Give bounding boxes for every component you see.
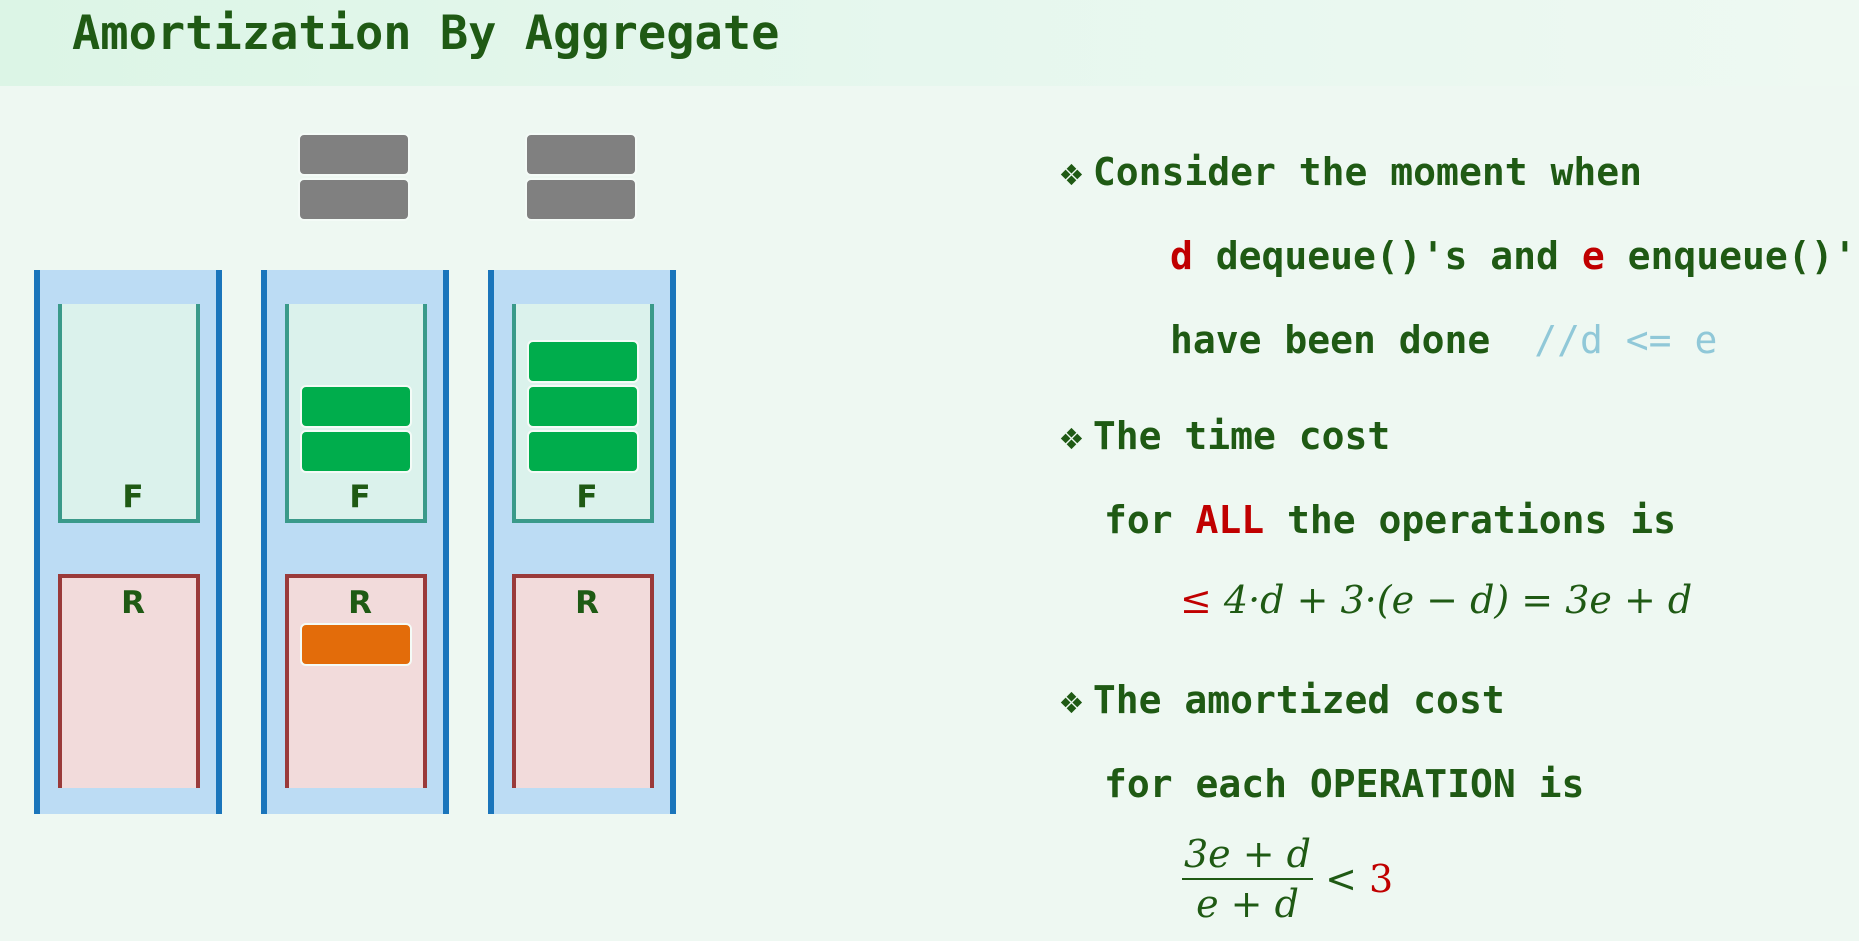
all-emphasis: ALL (1195, 498, 1265, 542)
bullet-1-line-1: ❖Consider the moment when (1060, 150, 1642, 194)
queue-right-wall (443, 270, 449, 814)
front-stack-label: F (122, 479, 144, 515)
slide-title: Amortization By Aggregate (72, 6, 780, 61)
pending-block (298, 178, 410, 221)
queue-state-1: F R (34, 270, 222, 814)
diamond-bullet-icon: ❖ (1060, 414, 1083, 458)
pending-block (525, 178, 637, 221)
rear-stack: R (58, 574, 200, 788)
front-element (527, 385, 639, 428)
queue-left-wall (34, 270, 40, 814)
rear-stack: R (512, 574, 654, 788)
queue-diagram: F R F R F R (0, 0, 700, 941)
queue-right-wall (216, 270, 222, 814)
rear-stack-label: R (348, 585, 372, 621)
bullet-3-line-2: for each OPERATION is (1104, 762, 1585, 806)
diamond-bullet-icon: ❖ (1060, 150, 1083, 194)
queue-state-2: F R (261, 270, 449, 814)
leq-symbol: ≤ (1180, 578, 1212, 622)
title-bar: Amortization By Aggregate (0, 0, 1859, 86)
code-comment: //d <= e (1534, 318, 1718, 362)
queue-left-wall (261, 270, 267, 814)
explanation-panel: ❖Consider the moment when d dequeue()'s … (1060, 0, 1859, 941)
bound-value: 3 (1369, 857, 1394, 901)
less-than-symbol: < (1313, 857, 1369, 901)
rear-stack-label: R (575, 585, 599, 621)
front-element (527, 430, 639, 473)
bullet-3-line-1: ❖The amortized cost (1060, 678, 1505, 722)
rear-element (300, 623, 412, 666)
total-cost-formula: ≤ 4·d + 3·(e − d) = 3e + d (1180, 578, 1693, 622)
var-e: e (1581, 234, 1605, 278)
pending-block (525, 133, 637, 176)
queue-state-3: F R (488, 270, 676, 814)
queue-right-wall (670, 270, 676, 814)
rear-stack: R (285, 574, 427, 788)
front-stack: F (285, 304, 427, 523)
bullet-1-line-3: have been done//d <= e (1170, 318, 1718, 362)
queue-left-wall (488, 270, 494, 814)
front-stack-label: F (349, 479, 371, 515)
fraction-denominator: e + d (1196, 882, 1299, 926)
rear-stack-label: R (121, 585, 145, 621)
diamond-bullet-icon: ❖ (1060, 678, 1083, 722)
bullet-2-line-2: for ALL the operations is (1104, 498, 1676, 542)
fraction-numerator: 3e + d (1182, 830, 1313, 880)
front-stack: F (512, 304, 654, 523)
var-d: d (1170, 234, 1193, 278)
front-element (300, 385, 412, 428)
bullet-1-line-2: d dequeue()'s and e enqueue()'s (1170, 234, 1859, 278)
front-stack-label: F (576, 479, 598, 515)
front-element (300, 430, 412, 473)
front-stack: F (58, 304, 200, 523)
bullet-2-line-1: ❖The time cost (1060, 414, 1391, 458)
pending-block (298, 133, 410, 176)
front-element (527, 340, 639, 383)
